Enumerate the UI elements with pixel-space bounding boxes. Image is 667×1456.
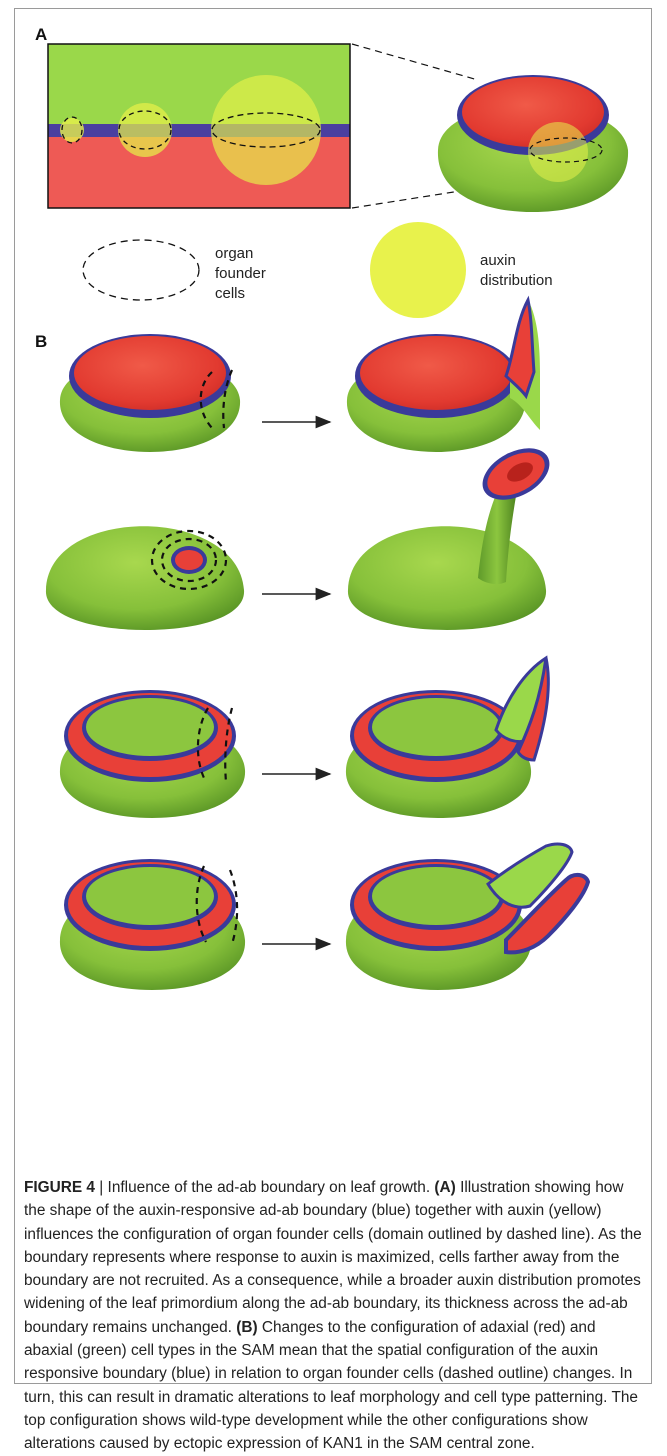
legend-founder-line-1: organ (215, 245, 253, 262)
row-1-meristem-before (60, 334, 240, 452)
row-3-meristem-after (346, 658, 548, 818)
meristem-dome-a (438, 75, 628, 212)
legend-founder-symbol (83, 240, 199, 300)
legend-auxin-line-2: distribution (480, 272, 553, 289)
caption-figure-label: FIGURE 4 (24, 1179, 95, 1196)
row-4-meristem-before (60, 859, 245, 990)
row-2-meristem-after (348, 438, 558, 630)
caption-a-marker: (A) (434, 1179, 455, 1196)
panel-b-label: B (35, 332, 47, 351)
legend-founder-line-2: founder (215, 265, 266, 282)
row-1-wild-type (60, 300, 540, 452)
row-2-radial-leaf (46, 438, 558, 630)
caption-title: Influence of the ad-ab boundary on leaf … (108, 1179, 431, 1196)
caption-b-text: Changes to the configuration of adaxial … (24, 1319, 638, 1452)
row-4-meristem-after (346, 844, 588, 990)
caption-separator: | (95, 1179, 108, 1196)
legend-auxin-line-1: auxin (480, 252, 516, 269)
panel-a-label: A (35, 25, 47, 44)
legend-auxin-symbol (370, 222, 466, 318)
legend: organ founder cells auxin distribution (83, 222, 553, 318)
row-3-ectopic-kan1 (60, 658, 548, 818)
auxin-circle-medium (118, 103, 172, 157)
caption-a-text: Illustration showing how the shape of th… (24, 1179, 642, 1336)
figure-illustration: A organ founder cells auxin distribution… (0, 0, 667, 1170)
auxin-circle-large (211, 75, 321, 185)
auxin-spot (528, 122, 588, 182)
caption-b-marker: (B) (236, 1319, 257, 1336)
row-4-ectopic-kan1 (60, 844, 588, 990)
legend-founder-line-3: cells (215, 285, 245, 302)
row-2-meristem-before (46, 526, 244, 630)
row-1-meristem-after (347, 300, 540, 452)
row-3-meristem-before (60, 690, 245, 818)
figure-caption: FIGURE 4 | Influence of the ad-ab bounda… (24, 1176, 648, 1456)
boundary-rectangle-diagram (48, 44, 350, 208)
